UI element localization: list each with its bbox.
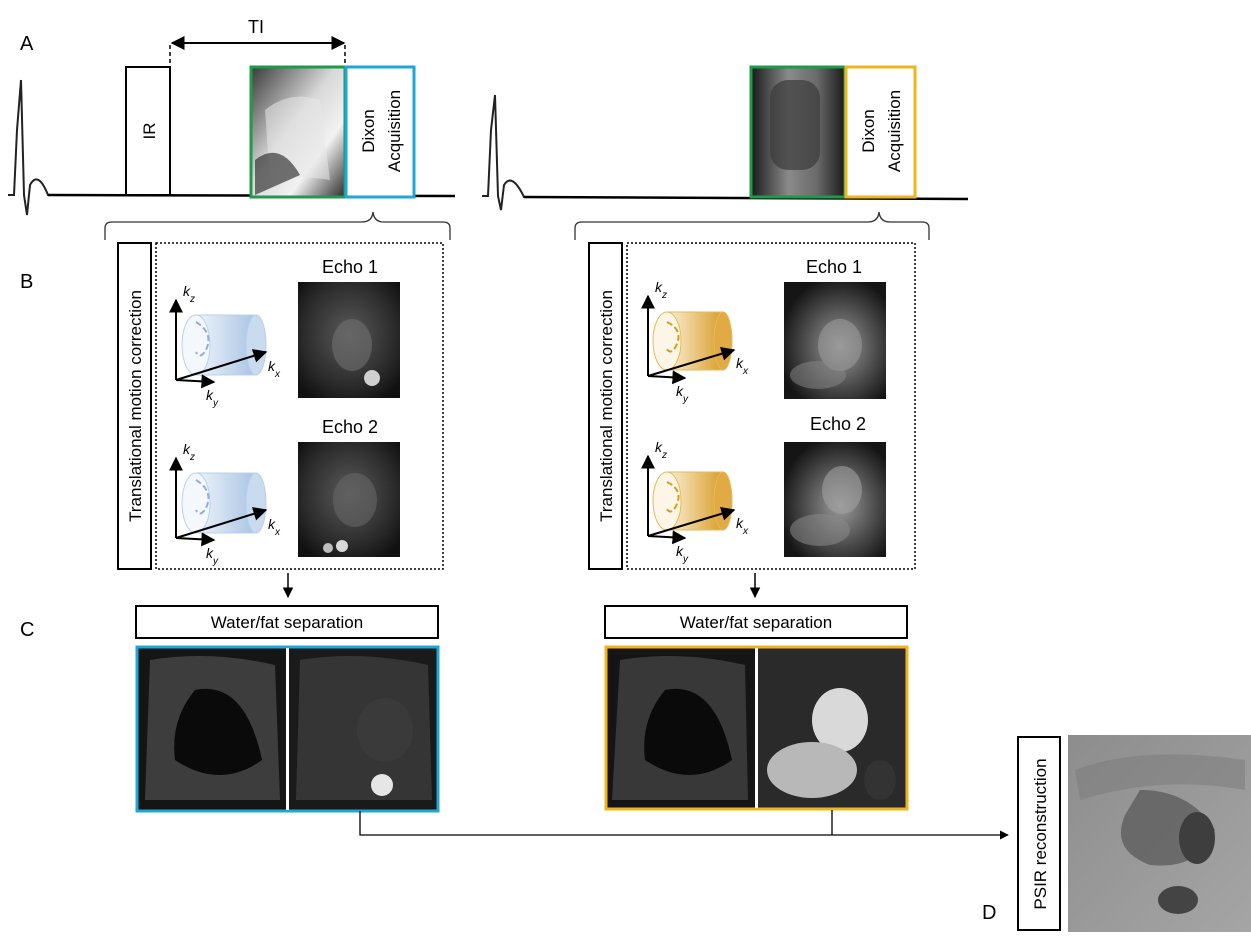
echo2-label-left: Echo 2 bbox=[322, 417, 378, 437]
psir-image bbox=[1068, 735, 1251, 932]
axis-kz-label-left-echo1: kz bbox=[183, 283, 195, 305]
kspace-trajectory-diagram-right-echo2 bbox=[641, 454, 736, 545]
axis-kx-label-left-echo1: kx bbox=[268, 358, 281, 380]
ir-pulse-label: IR bbox=[140, 123, 159, 140]
dixon-acquisition-box-ref bbox=[844, 65, 917, 199]
motion-correction-label-left: Translational motion correction bbox=[126, 290, 145, 522]
mri-image-echo2-right bbox=[784, 442, 886, 557]
water-fat-images-ir bbox=[135, 645, 440, 813]
water-fat-box-left bbox=[135, 605, 439, 639]
motion-correction-label-box-right bbox=[588, 242, 623, 570]
water-fat-frame-ir bbox=[135, 645, 440, 813]
ti-label: TI bbox=[248, 17, 264, 37]
panel-label-b: B bbox=[20, 271, 33, 293]
axis-kz-label-right-echo1: kz bbox=[655, 279, 667, 301]
axis-ky-label-right-echo2: ky bbox=[676, 543, 689, 565]
timeline-right bbox=[523, 195, 969, 201]
connector-ir-to-psir bbox=[359, 811, 1009, 840]
mri-image-echo2-left bbox=[298, 442, 400, 557]
panel-label-a: A bbox=[20, 33, 34, 55]
psir-label-box bbox=[1017, 736, 1061, 931]
dixon-acquisition-box-ir bbox=[344, 65, 416, 199]
axis-ky-label-right-echo1: ky bbox=[676, 383, 689, 405]
dixon-label-line1-ir: Dixon bbox=[359, 109, 378, 152]
echo1-label-left: Echo 1 bbox=[322, 257, 378, 277]
panel-label-c: C bbox=[20, 619, 34, 641]
kspace-trajectory-diagram-left-echo2 bbox=[169, 456, 268, 547]
motion-correction-panel-right bbox=[626, 242, 916, 570]
axis-kz-label-right-echo2: kz bbox=[655, 439, 667, 461]
axis-kx-label-left-echo2: kx bbox=[268, 516, 281, 538]
water-fat-label-left: Water/fat separation bbox=[211, 613, 363, 632]
echo1-label-right: Echo 1 bbox=[806, 257, 862, 277]
axis-kx-label-right-echo2: kx bbox=[736, 515, 749, 537]
water-fat-label-right: Water/fat separation bbox=[680, 613, 832, 632]
motion-correction-label-right: Translational motion correction bbox=[597, 290, 616, 522]
dixon-label-line2-ir: Acquisition bbox=[385, 90, 404, 172]
motion-correction-label-box-left bbox=[117, 242, 152, 570]
echo2-label-right: Echo 2 bbox=[810, 414, 866, 434]
kspace-trajectory-diagram-right-echo1 bbox=[641, 294, 736, 385]
axis-ky-label-left-echo1: ky bbox=[206, 387, 219, 409]
ecg-waveform-left bbox=[8, 79, 60, 216]
axis-kx-label-right-echo1: kx bbox=[736, 355, 749, 377]
dixon-label-line2-ref: Acquisition bbox=[885, 90, 904, 172]
panel-label-d: D bbox=[982, 902, 996, 924]
brace-right bbox=[574, 211, 930, 240]
axis-kz-label-left-echo2: kz bbox=[183, 441, 195, 463]
ir-pulse-box bbox=[125, 66, 171, 196]
psir-label: PSIR reconstruction bbox=[1031, 758, 1050, 909]
mri-image-echo1-left bbox=[298, 282, 400, 398]
water-fat-box-right bbox=[604, 605, 908, 639]
dixon-label-line1-ref: Dixon bbox=[859, 109, 878, 152]
water-fat-images-ref bbox=[604, 645, 909, 811]
water-fat-frame-ref bbox=[604, 645, 909, 811]
navigator-image-ref bbox=[749, 65, 847, 199]
brace-left bbox=[104, 211, 451, 240]
navigator-image-ir bbox=[249, 65, 347, 199]
kspace-trajectory-diagram-left-echo1 bbox=[169, 298, 268, 389]
axis-ky-label-left-echo2: ky bbox=[206, 545, 219, 567]
mri-image-echo1-right bbox=[784, 282, 886, 399]
motion-correction-panel-left bbox=[155, 242, 444, 570]
ecg-waveform-right bbox=[482, 94, 530, 211]
